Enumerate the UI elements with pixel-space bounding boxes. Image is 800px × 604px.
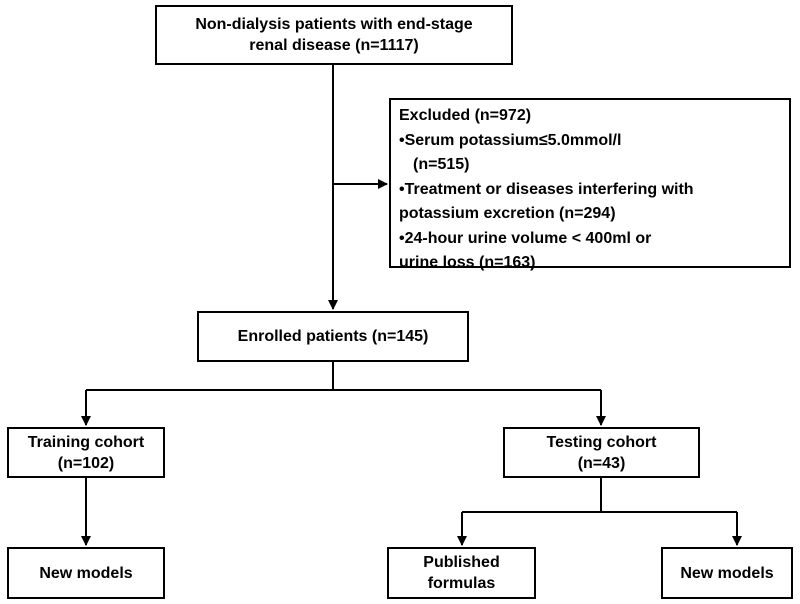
training-count: (n=102) — [57, 454, 115, 472]
excluded-criterion-2: •Treatment or diseases interfering with — [399, 180, 694, 198]
excluded-criterion-1: •Serum potassium≤5.0mmol/l — [399, 131, 622, 149]
training-label: Training cohort — [27, 433, 145, 451]
enrolled-box: Enrolled patients (n=145) — [197, 311, 469, 362]
excluded-box: Excluded (n=972) •Serum potassium≤5.0mmo… — [389, 98, 791, 271]
excluded-title: Excluded (n=972) — [399, 107, 532, 124]
excluded-criterion-3: •24-hour urine volume < 400ml or — [399, 229, 652, 247]
enrolled-label: Enrolled patients (n=145) — [237, 328, 429, 345]
testing-new-models-box: New models — [661, 547, 793, 599]
excluded-criterion-1-count: (n=515) — [413, 156, 470, 173]
training-new-models-box: New models — [7, 547, 165, 599]
source-line-1: Non-dialysis patients with end-stage — [195, 16, 473, 33]
published-line-1: Published — [423, 554, 500, 571]
testing-count: (n=43) — [577, 454, 626, 472]
excluded-criterion-3-cont: urine loss (n=163) — [399, 254, 536, 271]
source-population-box: Non-dialysis patients with end-stage ren… — [155, 5, 513, 65]
testing-cohort-box: Testing cohort (n=43) — [503, 427, 700, 478]
testing-label: Testing cohort — [546, 433, 657, 451]
source-line-2: renal disease (n=1117) — [249, 37, 419, 54]
published-line-2: formulas — [427, 575, 496, 592]
published-formulas-box: Published formulas — [387, 547, 536, 599]
testing-new-models-label: New models — [680, 564, 774, 582]
training-new-models-label: New models — [39, 564, 133, 582]
training-cohort-box: Training cohort (n=102) — [7, 427, 165, 478]
excluded-criterion-2-cont: potassium excretion (n=294) — [399, 205, 616, 222]
